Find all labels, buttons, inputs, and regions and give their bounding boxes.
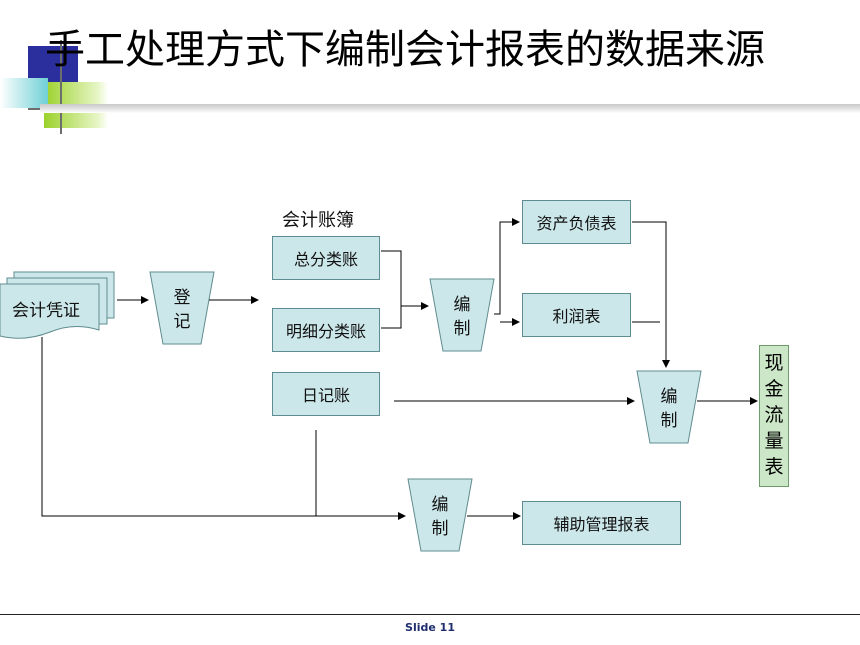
auxiliary-report-box: 辅助管理报表 (522, 501, 681, 545)
compile-trapezoid-1 (429, 278, 495, 352)
source-doc-label: 会计凭证 (12, 301, 80, 321)
register-op-label: 登记 (173, 288, 191, 332)
detail-ledger-box: 明细分类账 (272, 308, 380, 352)
journal-box: 日记账 (272, 372, 380, 416)
footer-rule (0, 614, 860, 615)
balance-sheet-box: 资产负债表 (522, 200, 631, 244)
compile-op-text-3: 编制 (420, 493, 460, 541)
slide-number: Slide 11 (405, 621, 455, 634)
compile-op-text-2: 编制 (649, 385, 689, 433)
deco-square-teal (0, 78, 48, 108)
compile-op-label-3: 编制 (431, 495, 449, 539)
compile-trapezoid-3 (407, 478, 473, 552)
cash-flow-box: 现金流量表 (759, 345, 789, 487)
register-op-text: 登记 (162, 286, 202, 334)
ledger-group-label: 会计账簿 (282, 210, 354, 231)
general-ledger-box: 总分类账 (272, 236, 380, 280)
page-title: 手工处理方式下编制会计报表的数据来源 (45, 27, 765, 73)
cash-flow-label: 现金流量表 (764, 352, 784, 478)
title-rule (40, 104, 860, 113)
compile-op-label-2: 编制 (660, 387, 678, 431)
document-stack-shape (0, 271, 115, 339)
compile-op-label-1: 编制 (453, 295, 471, 339)
compile-op-text-1: 编制 (442, 293, 482, 341)
deco-line-vertical (60, 40, 62, 134)
register-trapezoid (149, 271, 215, 345)
compile-trapezoid-2 (636, 370, 702, 444)
income-statement-box: 利润表 (522, 293, 631, 337)
